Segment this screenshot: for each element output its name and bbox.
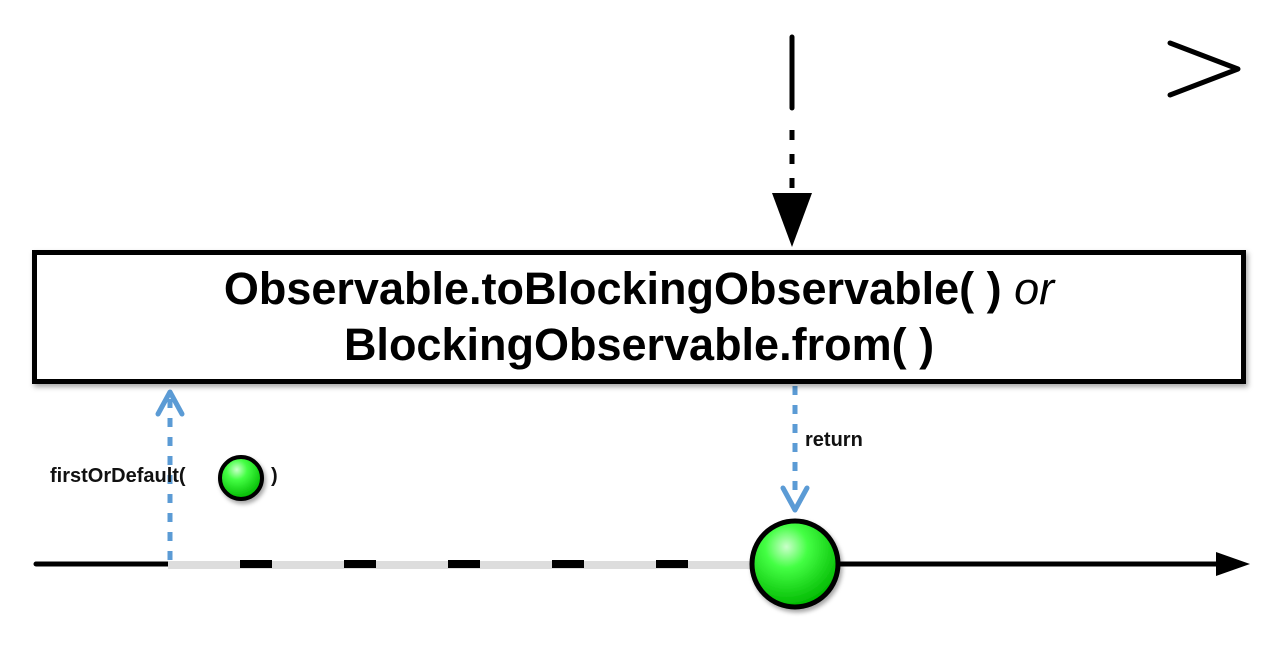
timeline-arrowhead-icon: [1167, 40, 1241, 98]
source-to-operator-arrow: [772, 130, 812, 247]
source-timeline: [31, 34, 1241, 111]
down-arrow-icon: [780, 485, 810, 513]
call-label-prefix: firstOrDefault(: [50, 465, 186, 487]
operator-conjunction: or: [1014, 263, 1055, 314]
timeline-arrowhead-icon: [1216, 552, 1250, 576]
operator-line-2: BlockingObservable.from( ): [343, 319, 935, 370]
blocking-dashes: [240, 560, 688, 568]
call-label-suffix: ): [271, 465, 278, 487]
operator-line-1: Observable.toBlockingObservable( ) or: [224, 261, 1054, 317]
default-value-marble-icon: [218, 455, 264, 501]
operator-name: Observable.toBlockingObservable( ): [223, 263, 1002, 314]
operator-box: Observable.toBlockingObservable( ) or Bl…: [32, 250, 1246, 384]
return-label: return: [805, 429, 863, 451]
return-arrow: [780, 386, 810, 513]
result-timeline: [33, 552, 1250, 576]
call-arrow: [155, 389, 185, 560]
up-arrow-icon: [155, 389, 185, 417]
down-arrow-icon: [772, 193, 812, 247]
result-marble-icon: [749, 518, 841, 610]
